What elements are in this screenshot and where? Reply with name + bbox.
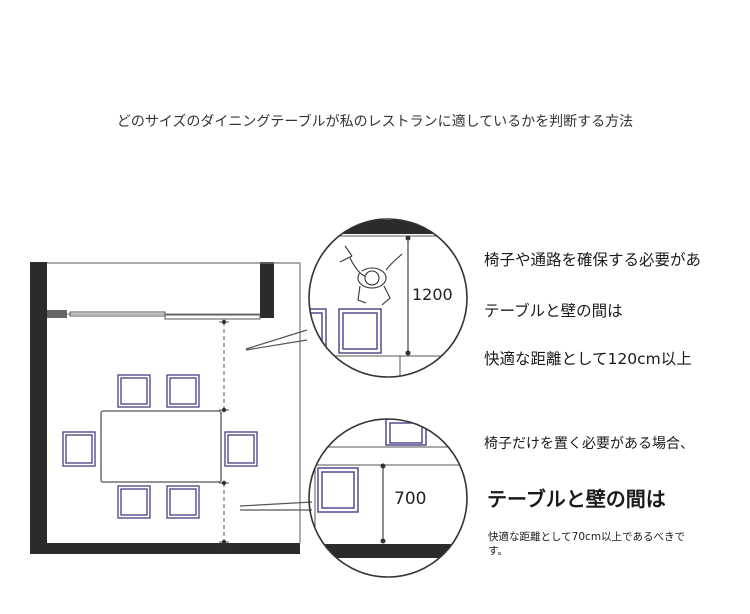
callout-pointer-bottom — [239, 501, 313, 507]
chair-right — [224, 431, 258, 467]
room-walls — [30, 262, 301, 554]
callout-pointer-top — [245, 329, 308, 350]
counter-block — [47, 310, 67, 318]
chair-top-right — [166, 374, 200, 408]
chair-bottom-right — [166, 485, 200, 519]
zoom-circle-bottom — [309, 419, 467, 558]
window-frame-right — [164, 314, 261, 320]
chair-bottom-left — [117, 485, 151, 519]
window-frame-left — [69, 311, 166, 317]
chair-top-left — [117, 374, 151, 408]
callout-top-line2: テーブルと壁の間は — [484, 302, 623, 320]
dining-table — [100, 410, 222, 483]
callout-top-line3: 快適な距離として120cm以上 — [484, 350, 692, 368]
chair-left — [62, 431, 96, 467]
callout-bottom-line3: 快適な距離として70cm以上であるべきです。 — [488, 531, 685, 557]
left-wall — [30, 262, 47, 554]
upper-right-wall-stub — [260, 262, 274, 318]
bottom-wall — [30, 543, 300, 554]
callout-bottom-line2: テーブルと壁の間は — [487, 487, 666, 511]
person-icon — [339, 245, 403, 306]
callout-top-line1: 椅子や通路を確保する必要があ — [484, 251, 702, 269]
dimension-label-1200: 1200 — [412, 285, 453, 304]
callout-bottom-line1: 椅子だけを置く必要がある場合、 — [484, 436, 694, 452]
page-title: どのサイズのダイニングテーブルが私のレストランに適しているかを判断する方法 — [116, 114, 634, 130]
dimension-label-700: 700 — [394, 489, 427, 509]
chairs — [62, 374, 258, 519]
